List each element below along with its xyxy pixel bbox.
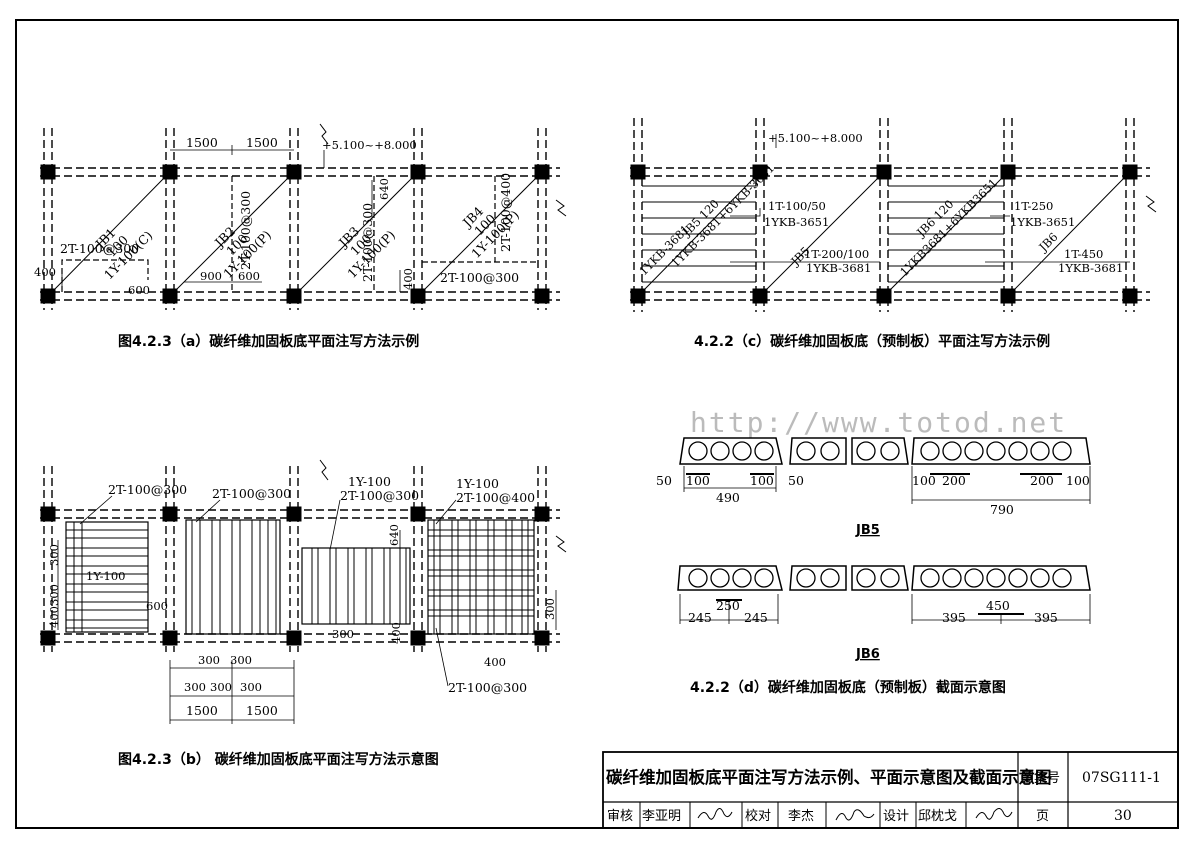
fig-b-dim-600: 600 <box>146 599 168 613</box>
fig-d-caption: 4.2.2（d）碳纤维加固板底（预制板）截面示意图 <box>690 679 1006 696</box>
fig-b-ply4: 1Y-100 <box>456 476 499 491</box>
reviewer-name: 李亚明 <box>642 809 681 824</box>
jb6-d245b: 245 <box>744 610 768 625</box>
jb5-label: JB5 <box>855 523 880 538</box>
fig-c-elevation: +5.100~+8.000 <box>768 131 863 145</box>
fig-b-dim-640: 640 <box>387 524 401 546</box>
jb5-d490: 490 <box>716 490 740 505</box>
jb6-d250: 250 <box>716 598 740 613</box>
fig-b-bot-r1-b: 300 <box>230 653 252 667</box>
fig-b-bot-r1-a: 300 <box>198 653 220 667</box>
jb5-slabs: 1YKB-3681+6YKB-3651 <box>668 161 777 270</box>
fig-c-l1a: 1T-100/50 <box>768 199 826 213</box>
fig-b-bot-r2-b: 300 <box>210 680 232 694</box>
figure-d <box>677 437 1091 624</box>
fig-b-ply1: 1Y-100 <box>86 569 125 583</box>
figure-d-labels: 50 100 100 50 490 100 200 200 100 790 JB… <box>656 473 1090 696</box>
fig-a-caption: 图4.2.3（a）碳纤维加固板底平面注写方法示例 <box>118 333 419 350</box>
review-label: 审核 <box>607 809 633 824</box>
jb6-d395b: 395 <box>1034 610 1058 625</box>
fig-b-dim-400: 400 <box>47 606 61 628</box>
jb5-d100b: 100 <box>750 473 774 488</box>
atlas-number: 07SG111-1 <box>1082 770 1161 786</box>
fig-b-dim-300b: 300 <box>47 584 61 606</box>
fig-c-l2a: 1T-200/100 <box>804 247 869 261</box>
fig-b-bot-r2-a: 300 <box>184 680 206 694</box>
designer-signature <box>975 808 1013 820</box>
jb4-strip-v: 2T-100@400 <box>498 173 513 252</box>
check-label: 校对 <box>745 808 771 824</box>
checker-name: 李杰 <box>788 809 814 824</box>
jb5-d100d: 100 <box>1066 473 1090 488</box>
jb2-dim-600: 600 <box>238 269 260 283</box>
fig-a-elevation: +5.100~+8.000 <box>322 138 417 152</box>
fig-b-dim-300r: 300 <box>543 598 557 620</box>
title-block-text: 碳纤维加固板底平面注写方法示例、平面示意图及截面示意图 图集号 07SG111-… <box>606 767 1161 824</box>
fig-c-l3b: 1YKB-3651 <box>1010 215 1075 229</box>
jb6-label: JB6 <box>855 647 880 662</box>
fig-b-dim-300a: 300 <box>47 544 61 566</box>
jb6-slabs: 1YKB3681+6YKB3651 <box>897 176 1000 279</box>
fig-a-dim-1500-right: 1500 <box>246 135 278 150</box>
atlas-label: 图集号 <box>1021 770 1060 786</box>
jb3-dim-640: 640 <box>377 178 391 200</box>
fig-b-dim-300c: 300 <box>332 627 354 641</box>
jb5-d200b: 200 <box>1030 473 1054 488</box>
fig-b-bot-r2-c: 300 <box>240 680 262 694</box>
jb3-strip: 2T-100@300 <box>360 203 375 282</box>
jb5-d50l: 50 <box>656 473 672 488</box>
jb1-dim-600: 600 <box>128 283 150 297</box>
jb6-d245a: 245 <box>688 610 712 625</box>
fig-c-l2b: 1YKB-3681 <box>806 261 871 275</box>
fig-c-l1b: 1YKB-3651 <box>764 215 829 229</box>
jb5-d790: 790 <box>990 502 1014 517</box>
fig-b-bot-r3-b: 1500 <box>246 703 278 718</box>
figure-c <box>630 118 1157 312</box>
watermark: http://www.totod.net <box>690 406 1067 439</box>
page-label: 页 <box>1036 809 1049 824</box>
jb5-d100c: 100 <box>912 473 936 488</box>
sheet-border <box>15 19 1179 829</box>
jb2-strip: 2T-100@300 <box>238 191 253 270</box>
jb4-strip-h: 2T-100@300 <box>440 270 519 285</box>
fig-b-caption: 图4.2.3（b） 碳纤维加固板底平面注写方法示意图 <box>118 751 439 768</box>
figure-b <box>40 459 567 724</box>
fig-b-dim-400b: 400 <box>389 622 403 644</box>
sheet-title: 碳纤维加固板底平面注写方法示例、平面示意图及截面示意图 <box>606 767 1052 787</box>
fig-b-strip-bottom: 2T-100@300 <box>448 680 527 695</box>
fig-b-ply3: 1Y-100 <box>348 474 391 489</box>
fig-b-dim-400c: 400 <box>484 655 506 669</box>
fig-a-dim-1500-left: 1500 <box>186 135 218 150</box>
fig-b-bot-r3-a: 1500 <box>186 703 218 718</box>
fig-c-l4b: 1YKB-3681 <box>1058 261 1123 275</box>
fig-b-strip2: 2T-100@300 <box>212 486 291 501</box>
jb1-strip: 2T-100@300 <box>60 241 139 256</box>
fig-b-strip4: 2T-100@400 <box>456 490 535 505</box>
jb2-dim-900: 900 <box>200 269 222 283</box>
title-block <box>602 751 1179 829</box>
jb5-d200a: 200 <box>942 473 966 488</box>
jb6-d395a: 395 <box>942 610 966 625</box>
jb3-dim-400: 400 <box>401 268 415 290</box>
figure-b-labels: 2T-100@300 2T-100@300 1Y-100 2T-100@300 … <box>47 474 557 768</box>
design-label: 设计 <box>883 809 909 824</box>
page-number: 30 <box>1114 808 1132 824</box>
fig-c-l3a: 1T-250 <box>1014 199 1053 213</box>
figure-a <box>40 123 567 310</box>
designer-name: 邱枕戈 <box>918 809 957 824</box>
fig-b-strip1: 2T-100@300 <box>108 482 187 497</box>
jb6-mark: JB6 <box>1036 230 1061 255</box>
jb5-d50r: 50 <box>788 473 804 488</box>
reviewer-signature <box>697 808 733 820</box>
fig-c-l4a: 1T-450 <box>1064 247 1103 261</box>
jb1-dim-400: 400 <box>34 265 56 279</box>
checker-signature <box>835 809 875 821</box>
jb6-d450: 450 <box>986 598 1010 613</box>
fig-c-caption: 4.2.2（c）碳纤维加固板底（预制板）平面注写方法示例 <box>694 333 1050 350</box>
jb5-d100a: 100 <box>686 473 710 488</box>
fig-b-strip3: 2T-100@300 <box>340 488 419 503</box>
